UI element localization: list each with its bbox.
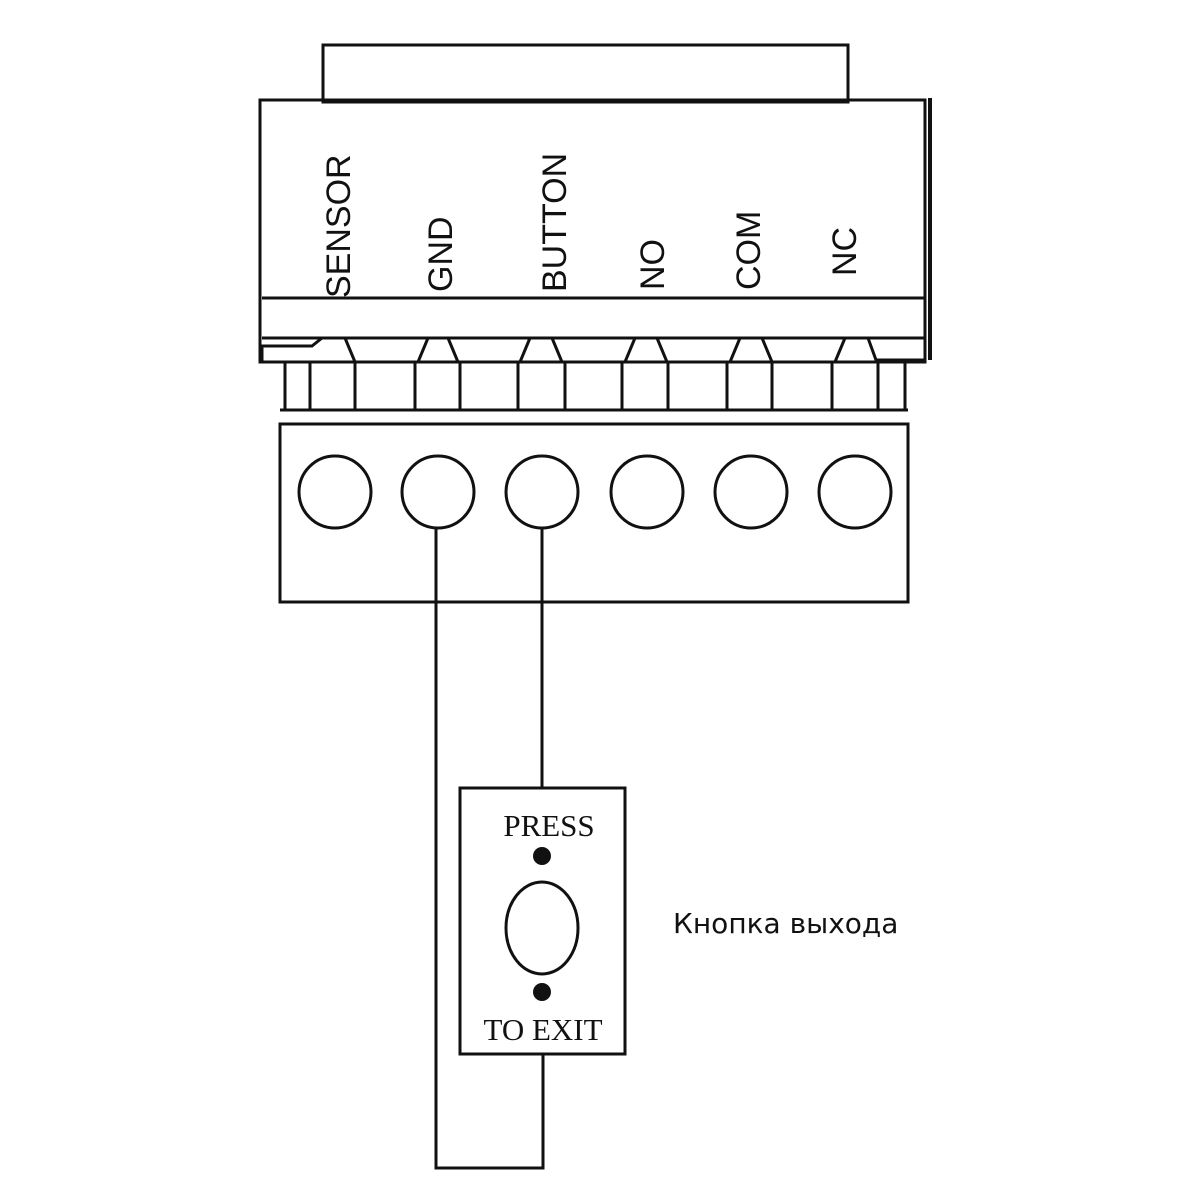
terminal-label-no: NO xyxy=(634,239,672,290)
terminal-block xyxy=(278,422,910,604)
terminal-label-button: BUTTON xyxy=(536,153,574,292)
terminal-label-nc: NC xyxy=(826,227,864,276)
screw-terminal-sensor xyxy=(297,454,373,530)
terminal-label-sensor: SENSOR xyxy=(320,154,358,298)
connector-plug xyxy=(321,43,850,104)
indicator-dot-top xyxy=(533,847,551,865)
screw-terminal-gnd xyxy=(400,454,476,530)
screw-terminal-button xyxy=(504,454,580,530)
screw-terminal-no xyxy=(609,454,685,530)
connector-teeth xyxy=(260,336,925,364)
wire-gnd xyxy=(434,528,545,1170)
exit-button-icon xyxy=(504,880,580,976)
screw-terminal-com xyxy=(713,454,789,530)
exit-button-plate xyxy=(458,786,627,1056)
indicator-dot-bottom xyxy=(533,983,551,1001)
terminal-label-gnd: GND xyxy=(422,216,460,292)
connector-pins xyxy=(283,362,907,410)
exit-button-caption: Кнопка выхода xyxy=(673,907,898,940)
terminal-label-com: COM xyxy=(730,211,768,290)
exit-button-bottom-text: TO EXIT xyxy=(483,1012,602,1047)
exit-button-top-text: PRESS xyxy=(503,808,594,843)
screw-terminal-nc xyxy=(817,454,893,530)
